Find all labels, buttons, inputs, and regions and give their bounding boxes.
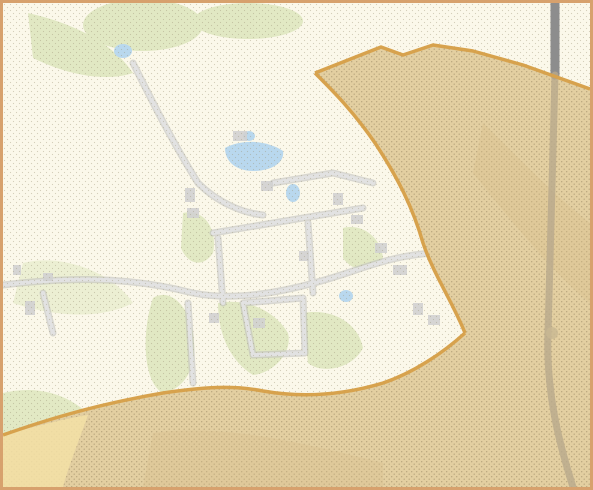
map-canvas[interactable]	[3, 3, 590, 487]
highway	[544, 3, 577, 487]
shaded-boundary-area[interactable]	[3, 45, 590, 487]
boundary-line	[3, 43, 590, 437]
